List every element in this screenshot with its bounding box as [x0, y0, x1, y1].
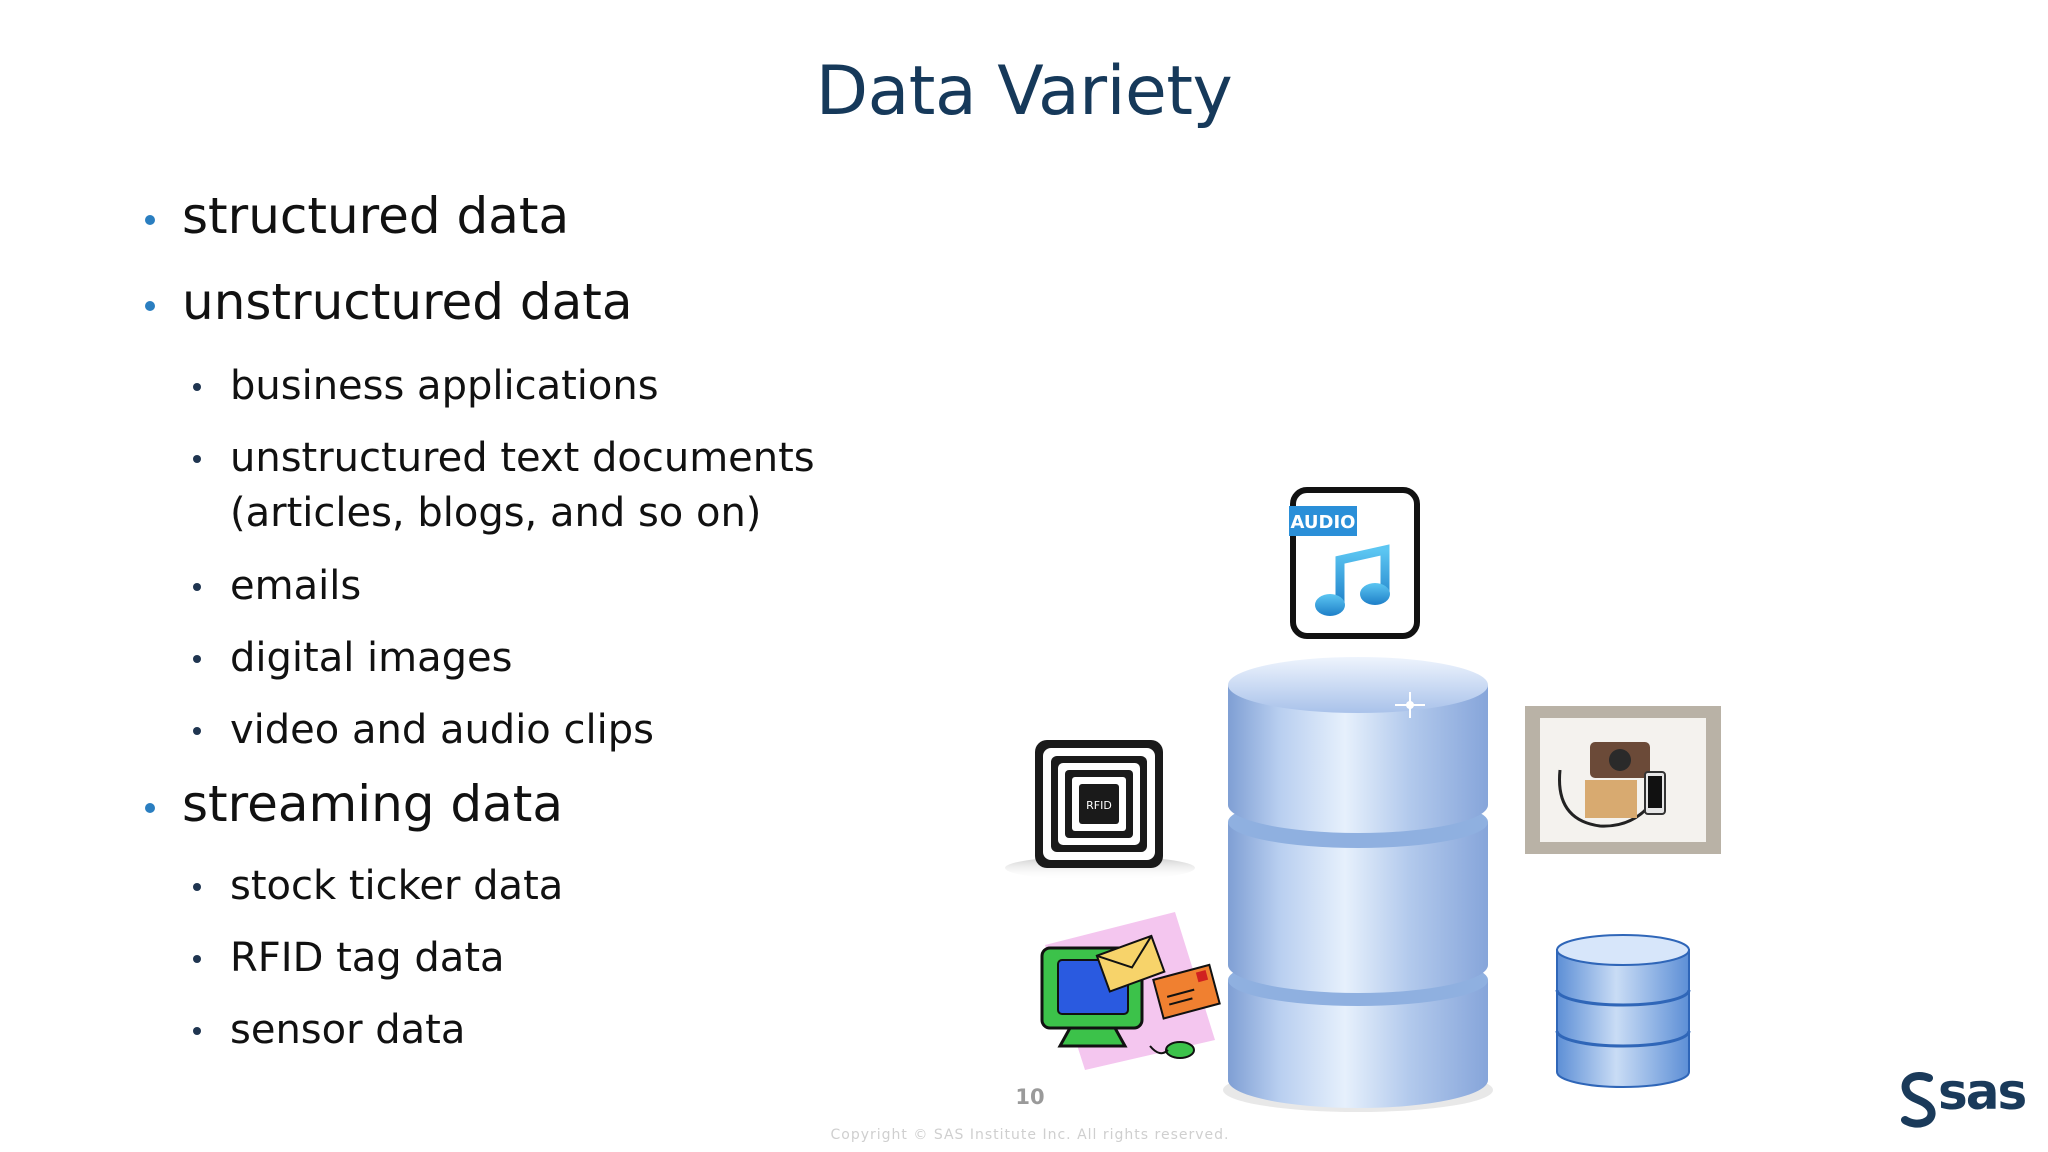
database-cylinder-small [1555, 934, 1691, 1088]
sas-logo-mark-icon [1901, 1071, 1936, 1128]
bullet-dot [193, 583, 201, 591]
bullet-dot [193, 383, 201, 391]
bullet-dot [145, 215, 155, 225]
bullet-item: video and audio clips [230, 707, 654, 753]
bullet-dot [193, 727, 201, 735]
bullet-item: sensor data [230, 1007, 466, 1053]
email-computer-icon [1040, 912, 1221, 1070]
page-number: 10 [1015, 1085, 1045, 1109]
bullet-item: stock ticker data [230, 863, 564, 909]
bullet-item: streaming data [182, 775, 564, 833]
sas-logo-text: sas [1938, 1063, 2027, 1121]
bullet-item-continuation: (articles, blogs, and so on) [230, 490, 762, 536]
copyright-notice: Copyright © SAS Institute Inc. All right… [830, 1127, 1230, 1143]
bullet-item: emails [230, 563, 362, 609]
bullet-item: digital images [230, 635, 513, 681]
database-cylinder-large [1223, 657, 1493, 1112]
audio-badge-label: AUDIO [1291, 512, 1356, 533]
bullet-dot [145, 301, 155, 311]
bullet-dot [193, 655, 201, 663]
audio-file-icon: AUDIO [1289, 487, 1420, 639]
bullet-dot [193, 955, 201, 963]
bullet-item: structured data [182, 187, 570, 245]
bullet-dot [193, 455, 201, 463]
bullet-item: RFID tag data [230, 935, 505, 981]
rfid-label: RFID [1086, 799, 1112, 812]
bullet-dot [193, 883, 201, 891]
bullet-item: unstructured text documents [230, 435, 815, 481]
slide-title: Data Variety [815, 52, 1233, 131]
bullet-dot [145, 803, 155, 813]
bullet-dot [193, 1027, 201, 1035]
bullet-item: unstructured data [182, 273, 633, 331]
rfid-tag-icon: RFID [1005, 740, 1195, 880]
camera-devices-photo [1525, 706, 1721, 854]
bullet-item: business applications [230, 363, 659, 409]
